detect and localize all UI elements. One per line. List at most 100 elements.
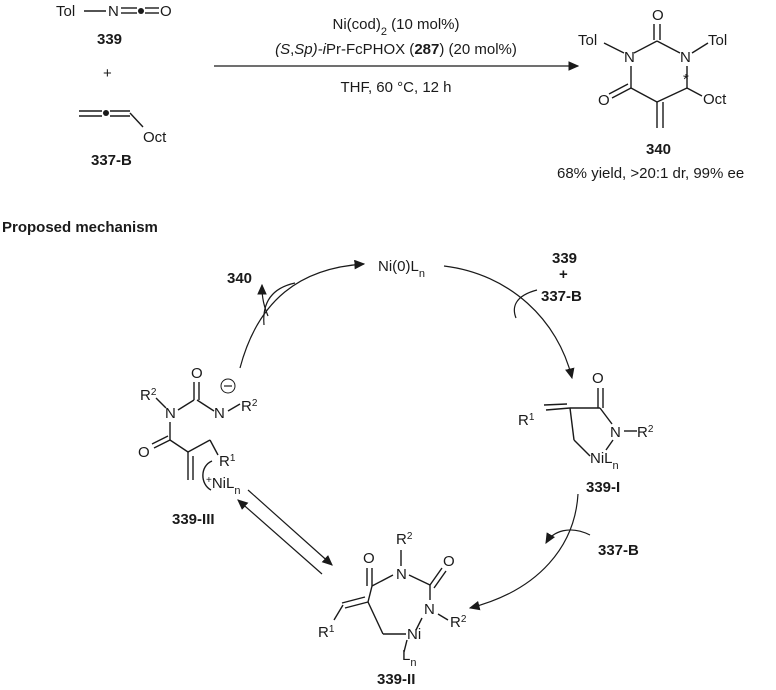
bond [344, 601, 369, 609]
in-reagent-top: 339 [552, 250, 577, 267]
int2-label: 339-II [377, 671, 415, 688]
conditions-line1: Ni(cod)2 (10 mol%) [333, 16, 460, 38]
tol-text: Tol [56, 3, 75, 20]
product-340: O N N Tol Tol O * Oct [578, 7, 727, 128]
allyl-arc [202, 460, 213, 491]
bond [569, 407, 575, 441]
r1-substituent: R1 [518, 412, 535, 430]
o-atom: O [652, 7, 664, 24]
bond [196, 399, 215, 412]
in-reagent-bottom: 337-B [541, 288, 582, 305]
conditions-line3: THF, 60 °C, 12 h [340, 79, 451, 96]
niln-cation: +NiLn [206, 475, 240, 498]
carbon-dot [103, 110, 109, 116]
bond [605, 439, 614, 451]
bond [543, 403, 568, 406]
bond [433, 570, 447, 589]
bond [333, 604, 344, 621]
n-atom: N [610, 424, 621, 441]
in-plus: + [559, 266, 568, 283]
intermediate-339-I: O N R2 NiLn R1 [518, 370, 654, 472]
n-atom: N [396, 566, 407, 583]
oct-text: Oct [703, 91, 727, 108]
tol-right: Tol [708, 32, 727, 49]
bond [129, 112, 144, 128]
o-atom: O [363, 550, 375, 567]
bond [429, 567, 443, 586]
r1-substituent: R1 [318, 624, 335, 642]
intermediate-339-III: R2 N O N R2 O R1 +NiLn [138, 365, 258, 497]
bond [403, 639, 408, 653]
o-atom: O [443, 553, 455, 570]
branch-in-arrow [263, 282, 296, 326]
o-atom: O [592, 370, 604, 387]
o-atom: O [138, 444, 150, 461]
r2-substituent: R2 [396, 531, 413, 549]
negative-charge-icon [220, 378, 236, 394]
bond [415, 617, 423, 631]
bond [633, 40, 658, 54]
cycle-arrow-bottom [468, 493, 579, 611]
cycle-arrow-left [239, 259, 366, 369]
tol-left: Tol [578, 32, 597, 49]
reactant2-label: 337-B [91, 152, 132, 169]
reactant-isocyanate: Tol N O [56, 3, 172, 20]
bond [341, 596, 366, 604]
bond [367, 585, 373, 603]
r2-substituent: R2 [450, 614, 467, 632]
bond [630, 87, 658, 103]
r2-substituent: R2 [241, 398, 258, 416]
bond [437, 613, 449, 621]
bond [187, 439, 211, 453]
bond [599, 407, 613, 425]
in2-reagent: 337-B [598, 542, 639, 559]
o-atom: O [160, 3, 172, 20]
intermediate-339-II: R2 N O O N R2 Ni Ln R1 [318, 531, 467, 670]
bond [227, 403, 241, 412]
bond [545, 407, 571, 411]
bond [209, 439, 219, 456]
carbon-dot [138, 8, 144, 14]
n-atom: N [424, 601, 435, 618]
niln-group: NiLn [590, 450, 619, 472]
bond [155, 397, 167, 409]
bond [408, 574, 431, 586]
n-atom: N [108, 3, 119, 20]
reactant1-label: 339 [97, 31, 122, 48]
bond [367, 601, 384, 635]
n-atom: N [165, 405, 176, 422]
reagent-in-arrow [513, 289, 538, 319]
bond [573, 439, 591, 457]
bond [603, 42, 625, 54]
bond [686, 87, 703, 97]
int1-label: 339-I [586, 479, 620, 496]
cycle-arrow-right [443, 265, 575, 380]
o-atom: O [598, 92, 610, 109]
ni-atom: Ni [407, 626, 421, 643]
catalyst-label: Ni(0)Ln [378, 258, 425, 280]
bond [691, 42, 709, 54]
bond [656, 87, 688, 103]
bond [611, 87, 632, 99]
out-product-label: 340 [227, 270, 252, 287]
int3-label: 339-III [172, 511, 215, 528]
bond [151, 435, 169, 445]
reagent2-in-arrow [545, 529, 591, 545]
equilibrium-reverse-arrow [237, 499, 323, 575]
r1-substituent: R1 [219, 453, 236, 471]
bond [608, 83, 629, 95]
equilibrium-forward-arrow [247, 489, 333, 566]
conditions-line2: (S,Sp)-iPr-FcPHOX (287) (20 mol%) [275, 41, 517, 58]
bond [656, 40, 681, 54]
product-result: 68% yield, >20:1 dr, 99% ee [557, 165, 744, 182]
plus-sign: + [103, 65, 112, 82]
o-atom: O [191, 365, 203, 382]
bond [371, 574, 394, 587]
product-out-arrow [257, 283, 269, 317]
stereo-star: * [683, 71, 689, 88]
r2-substituent: R2 [637, 424, 654, 442]
product-label: 340 [646, 141, 671, 158]
r2-substituent: R2 [140, 387, 157, 405]
